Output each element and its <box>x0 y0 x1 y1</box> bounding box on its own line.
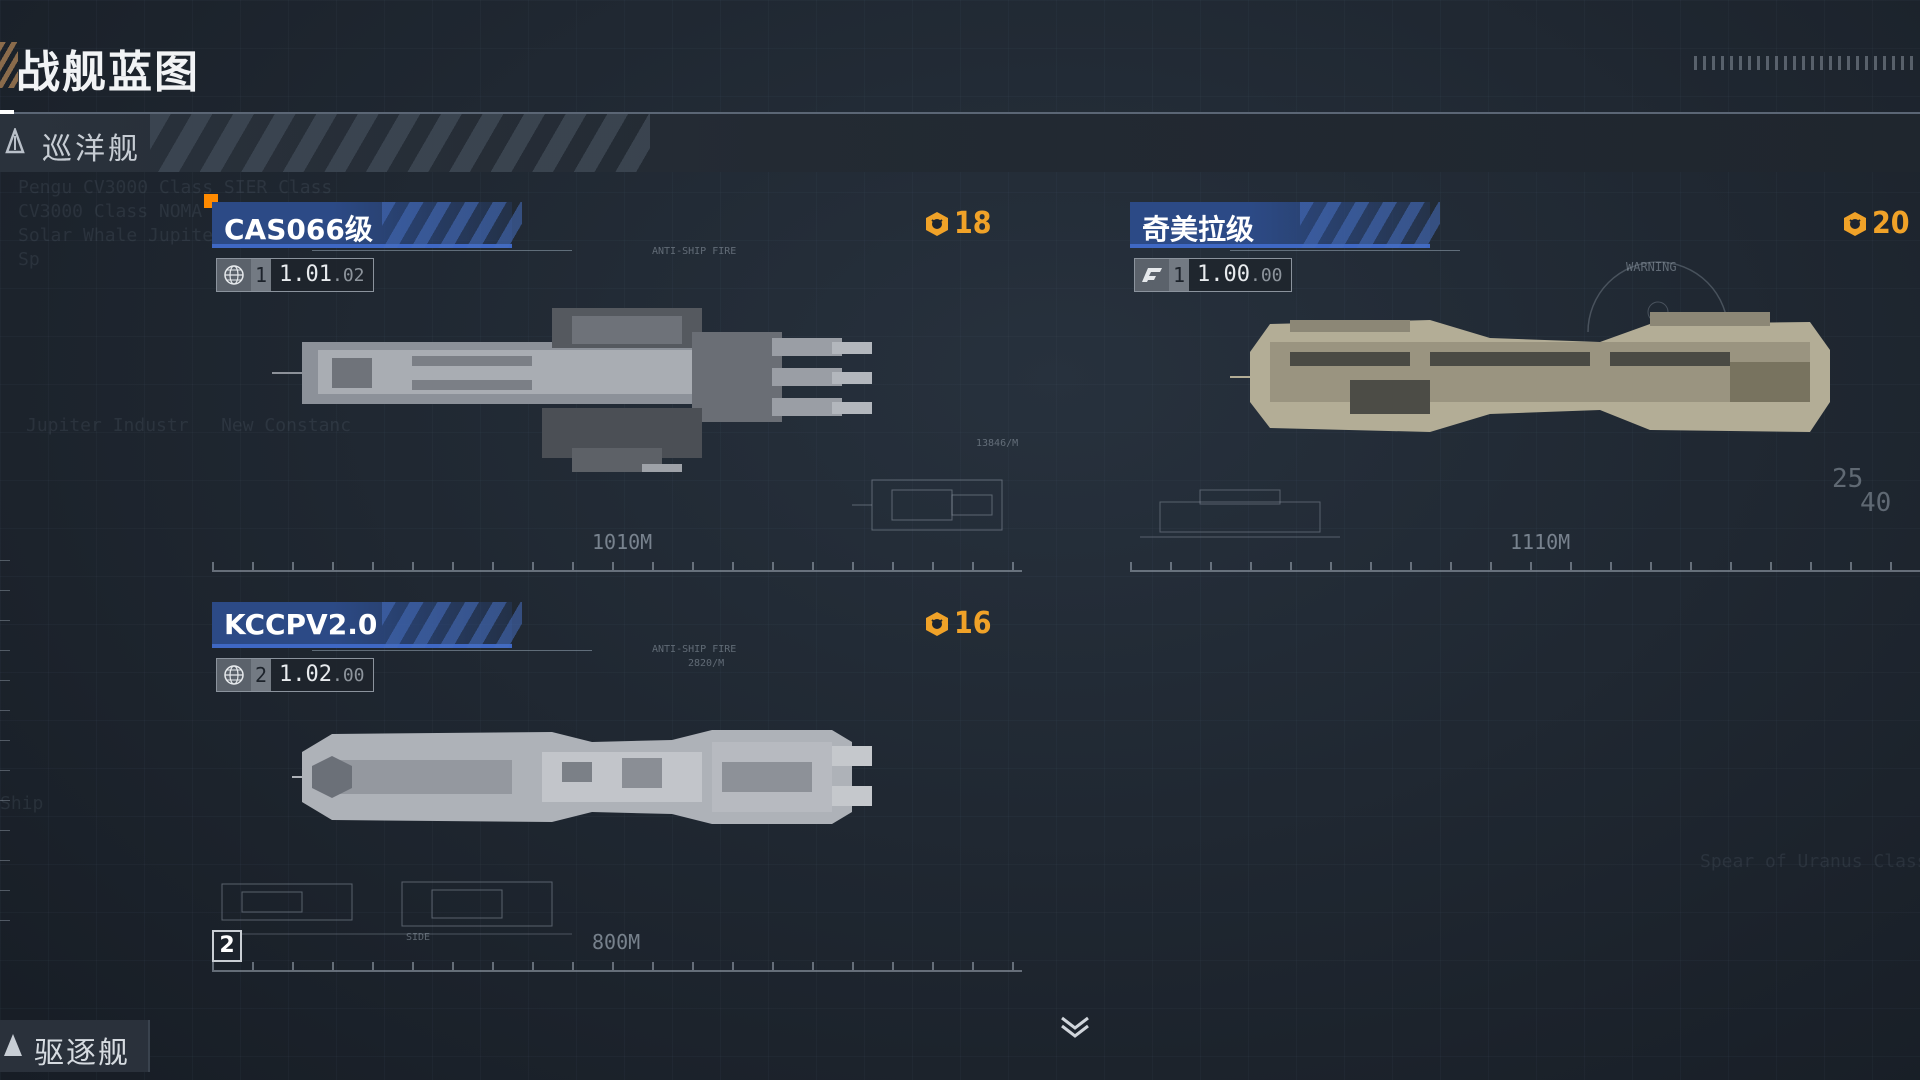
ship-info: 1 1.01.02 <box>216 258 374 292</box>
section-label: 驱逐舰 <box>34 1036 130 1071</box>
ship-info: 1 1.00.00 <box>1134 258 1292 292</box>
name-hatch <box>382 202 522 248</box>
ship-card[interactable]: 奇美拉级 20 1 1.00.00 WARNING 25 40 <box>1130 202 1920 582</box>
ship-cost: 18 <box>924 206 992 241</box>
ship-name: CAS066级 <box>224 213 373 246</box>
section-header-cruiser[interactable] <box>0 114 1920 172</box>
ship-cost-value: 20 <box>1872 206 1910 241</box>
leader-line <box>1230 250 1460 251</box>
version-sub: .00 <box>1249 265 1283 286</box>
globe-icon <box>217 259 251 291</box>
ship-image <box>292 730 872 824</box>
ship-tag2: 25 <box>1832 464 1864 494</box>
cost-icon <box>1844 211 1866 236</box>
ship-schematic <box>852 479 1003 531</box>
ship-card[interactable]: KCCPV2.0 16 2 1.02.00 ANTI-SHIP FIRE 282… <box>212 602 1022 982</box>
page-title: 战舰蓝图 <box>16 47 200 98</box>
background-text: Jupiter Industr New Constanc <box>26 415 352 436</box>
side-ruler <box>0 560 10 940</box>
ship-class-icon <box>2 1032 24 1065</box>
ship-tag3: 40 <box>1860 488 1892 518</box>
ship-schematic <box>212 881 572 935</box>
globe-icon <box>217 659 251 691</box>
ship-version: 1.02.00 <box>271 659 373 691</box>
header-underline <box>0 110 14 114</box>
ship-length: 1010M <box>592 530 653 554</box>
ship-tag2: 2820/M <box>688 658 725 669</box>
ship-name: 奇美拉级 <box>1142 213 1255 246</box>
section-label: 巡洋舰 <box>42 132 141 167</box>
ship-card[interactable]: CAS066级 18 1 1.01.02 ANTI-SHIP FIRE 1384… <box>212 202 1022 582</box>
side-label: SIDE <box>406 932 431 943</box>
cost-icon <box>926 611 948 636</box>
ship-level: 2 <box>251 659 271 691</box>
section-tab-destroyer[interactable]: 驱逐舰 <box>0 1020 150 1072</box>
ship-cost: 16 <box>924 606 992 641</box>
ship-tag: ANTI-SHIP FIRE <box>652 246 737 257</box>
ship-class-icon <box>4 126 28 156</box>
ship-schematic <box>1140 489 1340 538</box>
ship-name: KCCPV2.0 <box>224 608 378 641</box>
background-text: Ship <box>0 793 44 814</box>
faction-icon <box>1135 259 1169 291</box>
header-ticks <box>1694 56 1914 70</box>
name-hatch <box>1300 202 1440 248</box>
ship-length: 1110M <box>1510 530 1571 554</box>
scale-line <box>212 960 1022 972</box>
ship-tag: ANTI-SHIP FIRE <box>652 644 737 655</box>
ship-cost-value: 18 <box>954 206 992 241</box>
name-hatch <box>382 602 522 648</box>
version-main: 1.01 <box>279 262 332 287</box>
cost-icon <box>926 211 948 236</box>
scale-line <box>212 560 1022 572</box>
version-main: 1.00 <box>1197 262 1250 287</box>
page-number: 2 <box>212 930 242 962</box>
ship-cost: 20 <box>1842 206 1910 241</box>
chevron-down-icon[interactable] <box>1058 1012 1092 1042</box>
scale-line <box>1130 560 1920 572</box>
ship-cost-value: 16 <box>954 606 992 641</box>
ship-image <box>1230 312 1830 432</box>
leader-line <box>312 650 592 651</box>
ship-image <box>272 308 872 472</box>
ship-tag: WARNING <box>1626 260 1677 274</box>
header-stripe <box>0 42 18 88</box>
ship-tag2: 13846/M <box>976 438 1019 449</box>
background-text: Spear of Uranus Class NOMA <box>1700 851 1920 872</box>
ship-level: 1 <box>1169 259 1189 291</box>
page-header: 战舰蓝图 <box>0 0 1920 114</box>
ship-version: 1.00.00 <box>1189 259 1291 291</box>
ship-length: 800M <box>592 930 641 954</box>
section-hatch <box>150 114 650 172</box>
version-sub: .00 <box>331 665 365 686</box>
version-main: 1.02 <box>279 662 332 687</box>
ship-version: 1.01.02 <box>271 259 373 291</box>
leader-line <box>312 250 572 251</box>
ship-info: 2 1.02.00 <box>216 658 374 692</box>
version-sub: .02 <box>331 265 365 286</box>
ship-level: 1 <box>251 259 271 291</box>
